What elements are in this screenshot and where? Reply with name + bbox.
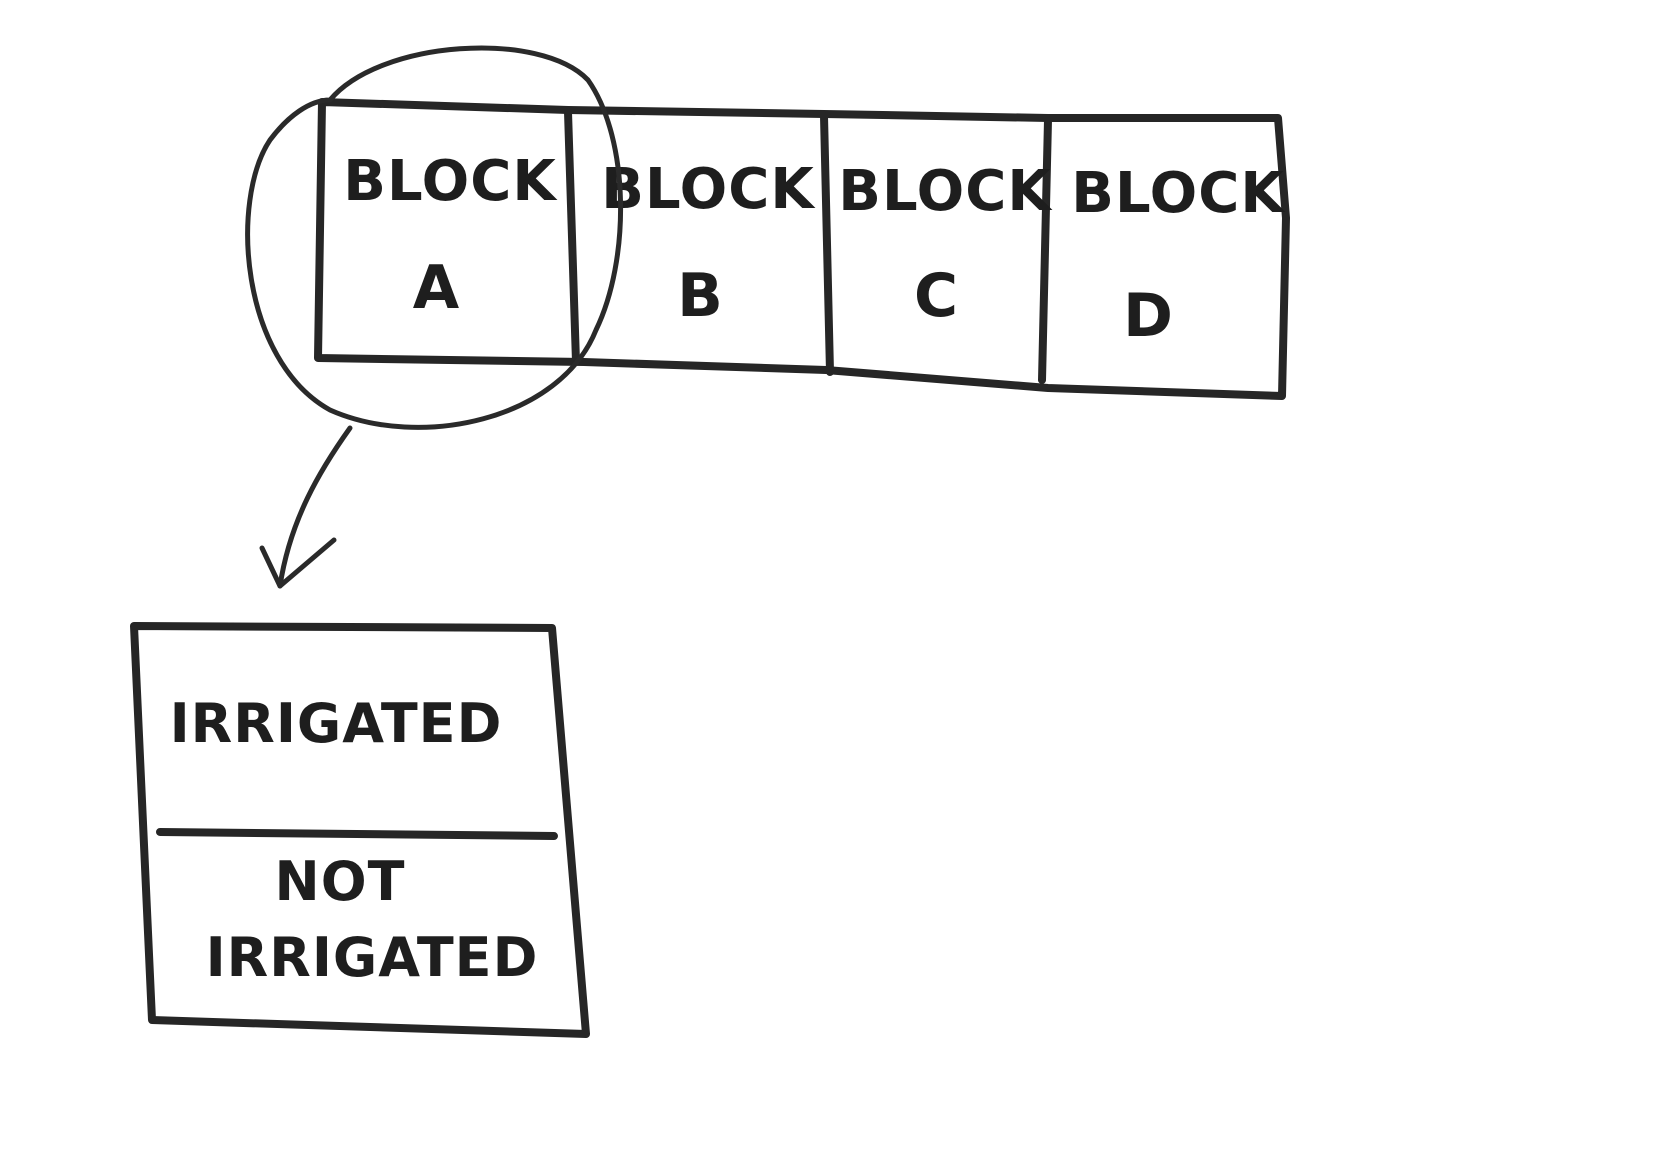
block-c-label: BLOCK [838, 159, 1053, 224]
detail-box-divider [156, 828, 558, 840]
block-row-outline [314, 98, 1290, 400]
block-divider-bc [820, 112, 834, 376]
not-irrigated-label-line1: NOT [275, 850, 406, 913]
block-d-label: BLOCK [1071, 161, 1286, 226]
detail-box: IRRIGATED NOT IRRIGATED [130, 622, 590, 1038]
zoom-arrow [259, 425, 353, 589]
arrow-shaft [277, 425, 353, 589]
block-a-letter: A [413, 253, 460, 323]
irrigated-label: IRRIGATED [170, 692, 503, 755]
block-d: BLOCK D [1071, 161, 1286, 351]
block-b-letter: B [677, 261, 723, 331]
block-row: BLOCK A BLOCK B BLOCK C BLOCK D [314, 98, 1290, 400]
block-divider-ab [564, 108, 580, 366]
not-irrigated-label-line2: IRRIGATED [206, 926, 539, 989]
block-b: BLOCK B [601, 157, 816, 331]
block-a-label: BLOCK [343, 149, 558, 214]
arrow-head [259, 537, 337, 589]
block-c-letter: C [914, 261, 958, 331]
block-d-letter: D [1123, 281, 1173, 351]
block-c: BLOCK C [838, 159, 1053, 331]
block-b-label: BLOCK [601, 157, 816, 222]
highlight-circle [245, 45, 624, 430]
detail-box-outline [130, 622, 590, 1038]
block-a: BLOCK A [343, 149, 558, 323]
block-divider-cd [1038, 116, 1052, 384]
